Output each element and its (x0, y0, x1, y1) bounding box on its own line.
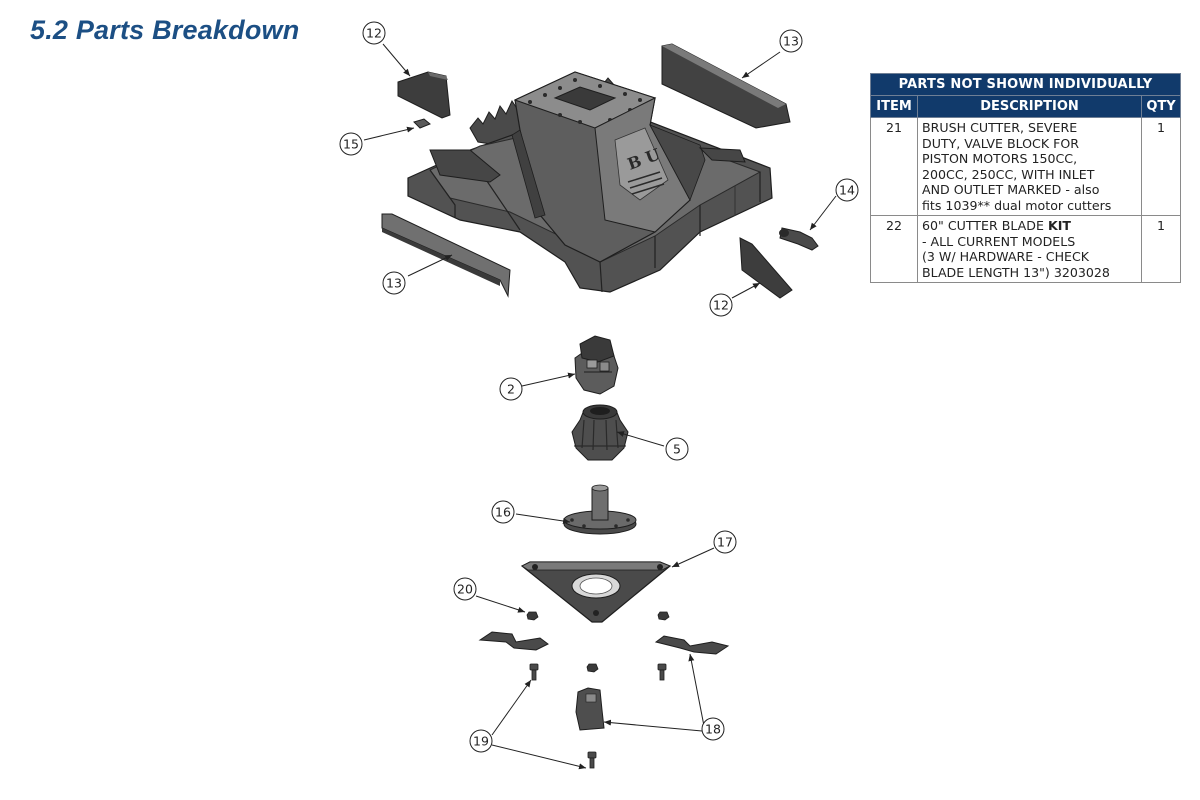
callout-circle (469, 729, 493, 753)
description-line: (3 W/ HARDWARE - CHECK (922, 249, 1090, 264)
item-number: 21 (870, 117, 918, 216)
callout-circle (339, 132, 363, 156)
callout-2: 2 (499, 377, 523, 401)
callout-circle (701, 717, 725, 741)
callout-5: 5 (665, 437, 689, 461)
small-block-part (413, 118, 431, 129)
item-quantity: 1 (1141, 215, 1181, 283)
blade-carrier-disc-part (520, 561, 672, 623)
callout-17: 17 (713, 530, 737, 554)
callout-20: 20 (453, 577, 477, 601)
callout-label: 16 (495, 505, 511, 520)
callout-16: 16 (491, 500, 515, 524)
callout-circle (709, 293, 733, 317)
callout-19: 19 (469, 729, 493, 753)
callout-circle (499, 377, 523, 401)
description-line: PISTON MOTORS 150CC, (922, 151, 1078, 166)
item-description: BRUSH CUTTER, SEVERE DUTY, VALVE BLOCK F… (917, 117, 1142, 216)
callout-label: 18 (705, 722, 721, 737)
callout-label: 13 (386, 276, 402, 291)
description-line: BLADE LENGTH 13") 3203028 (922, 264, 1110, 280)
description-line: fits 1039** dual motor cutters (922, 197, 1112, 213)
callout-13: 13 (382, 271, 406, 295)
item-quantity: 1 (1141, 117, 1181, 216)
spindle-hub-part (563, 484, 637, 535)
callout-label: 5 (673, 442, 681, 457)
callout-circle (713, 530, 737, 554)
callout-circle (382, 271, 406, 295)
callout-13: 13 (779, 29, 803, 53)
item-description: 60" CUTTER BLADE KIT - ALL CURRENT MODEL… (917, 215, 1142, 283)
callout-circle (491, 500, 515, 524)
callout-12: 12 (362, 21, 386, 45)
callout-15: 15 (339, 132, 363, 156)
column-header-description: DESCRIPTION (917, 95, 1142, 118)
callout-circle (453, 577, 477, 601)
callout-label: 13 (783, 34, 799, 49)
callout-18: 18 (701, 717, 725, 741)
callout-14: 14 (835, 178, 859, 202)
hydraulic-motor-part (574, 335, 619, 395)
callout-label: 2 (507, 382, 515, 397)
hose-fitting-part (779, 227, 819, 251)
description-line: BRUSH CUTTER, SEVERE (922, 120, 1078, 135)
callout-label: 15 (343, 137, 359, 152)
callout-label: 14 (839, 183, 855, 198)
callout-label: 19 (473, 734, 489, 749)
parts-not-shown-table: PARTS NOT SHOWN INDIVIDUALLY ITEM DESCRI… (870, 73, 1181, 283)
leader-lines (363, 43, 837, 770)
callout-circle (665, 437, 689, 461)
nuts-part (526, 611, 670, 673)
page-title: 5.2 Parts Breakdown (30, 15, 300, 45)
table-row: 22 60" CUTTER BLADE KIT - ALL CURRENT MO… (870, 215, 1181, 283)
description-emphasis: KIT (1047, 218, 1071, 233)
column-header-item: ITEM (870, 95, 918, 118)
callout-circle (835, 178, 859, 202)
item-number: 22 (870, 215, 918, 283)
callout-circle (362, 21, 386, 45)
description-line: - ALL CURRENT MODELS (922, 233, 1076, 249)
description-line: 60" CUTTER BLADE KIT (922, 218, 1137, 234)
description-line: DUTY, VALVE BLOCK FOR (922, 135, 1080, 151)
callout-label: 20 (457, 582, 473, 597)
guard-plate-upper-left (397, 71, 451, 119)
callout-label: 12 (713, 298, 729, 313)
description-line: AND OUTLET MARKED - also (922, 182, 1100, 197)
description-line: 200CC, 250CC, WITH INLET (922, 166, 1095, 182)
cutter-deck: B U (407, 71, 773, 293)
callout-label: 12 (366, 26, 382, 41)
table-caption: PARTS NOT SHOWN INDIVIDUALLY (870, 73, 1181, 96)
guard-plate-lower-right (739, 237, 793, 299)
description-text: 60" CUTTER BLADE (922, 218, 1048, 233)
bolts-part (529, 663, 667, 769)
callout-bubbles: 12 13 15 14 13 12 2 5 16 17 20 19 18 (339, 21, 859, 753)
skid-shoe-upper-right (661, 43, 791, 129)
column-header-qty: QTY (1141, 95, 1181, 118)
callout-label: 17 (717, 535, 733, 550)
callout-circle (779, 29, 803, 53)
table-row: 21 BRUSH CUTTER, SEVERE DUTY, VALVE BLOC… (870, 117, 1181, 216)
cutter-blades-part (478, 631, 730, 731)
gearbox-housing-part (571, 404, 629, 461)
callout-12: 12 (709, 293, 733, 317)
